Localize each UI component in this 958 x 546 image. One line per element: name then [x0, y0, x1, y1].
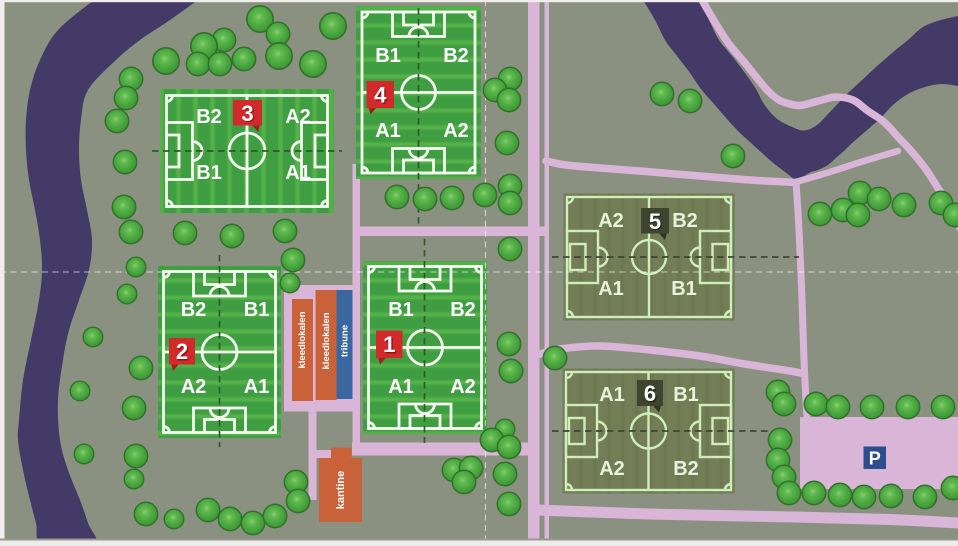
svg-text:kleedlokalen: kleedlokalen	[297, 311, 308, 368]
svg-text:B1: B1	[673, 384, 699, 406]
svg-text:1: 1	[384, 334, 396, 359]
svg-text:B1: B1	[244, 299, 270, 321]
svg-text:5: 5	[650, 210, 662, 235]
svg-text:kantine: kantine	[335, 471, 347, 510]
svg-text:4: 4	[374, 83, 387, 108]
svg-text:3: 3	[243, 102, 255, 127]
svg-text:B2: B2	[181, 299, 207, 321]
svg-text:tribune: tribune	[339, 325, 350, 357]
svg-text:B1: B1	[196, 162, 222, 184]
svg-text:A2: A2	[181, 376, 207, 398]
svg-text:A2: A2	[443, 120, 469, 142]
svg-text:2: 2	[177, 341, 189, 366]
svg-text:3: 3	[241, 101, 253, 126]
svg-text:6: 6	[644, 381, 656, 406]
svg-text:B2: B2	[672, 210, 698, 232]
svg-text:A1: A1	[388, 376, 414, 398]
svg-text:2: 2	[176, 339, 188, 364]
svg-text:A1: A1	[598, 278, 624, 300]
svg-text:B2: B2	[443, 45, 469, 67]
svg-text:B1: B1	[671, 278, 697, 300]
svg-text:B2: B2	[450, 299, 476, 321]
svg-text:B2: B2	[196, 106, 222, 128]
svg-text:A1: A1	[375, 120, 401, 142]
svg-text:A2: A2	[599, 458, 625, 480]
svg-text:A1: A1	[244, 376, 270, 398]
svg-text:A2: A2	[598, 210, 624, 232]
svg-text:6: 6	[645, 382, 657, 407]
svg-text:5: 5	[649, 209, 661, 234]
svg-text:B1: B1	[375, 45, 401, 67]
svg-text:B1: B1	[388, 299, 414, 321]
svg-text:A2: A2	[285, 106, 311, 128]
svg-text:4: 4	[375, 84, 388, 109]
svg-text:A2: A2	[450, 376, 476, 398]
svg-text:1: 1	[383, 332, 395, 357]
svg-text:P: P	[869, 448, 881, 468]
svg-text:B2: B2	[673, 458, 699, 480]
svg-text:A1: A1	[285, 162, 311, 184]
svg-text:A1: A1	[599, 384, 625, 406]
svg-text:kleedlokalen: kleedlokalen	[321, 312, 332, 369]
